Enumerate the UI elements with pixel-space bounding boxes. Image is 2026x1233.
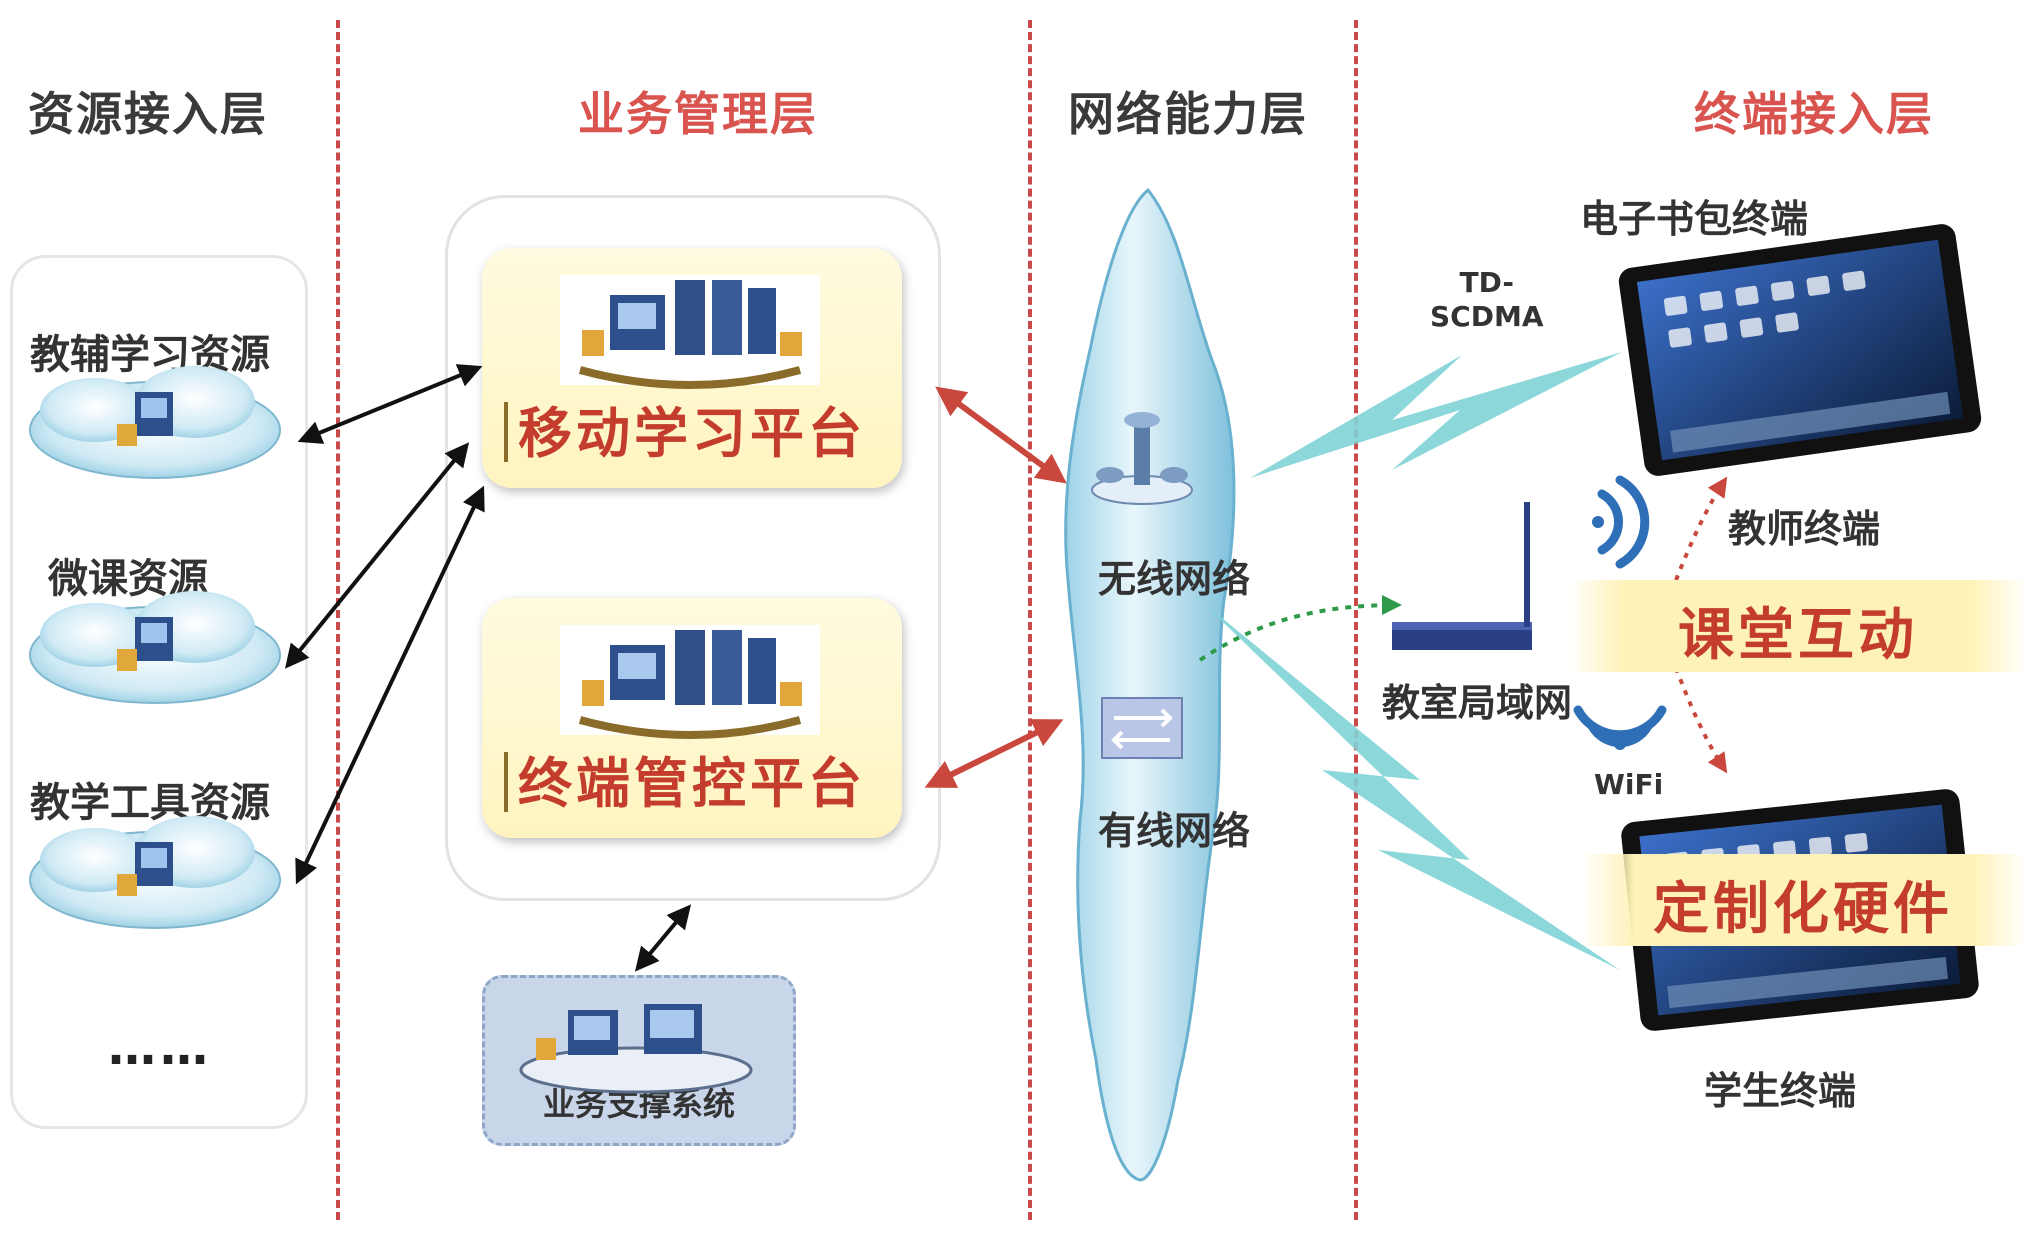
classroom-interaction-banner: 课堂互动	[1570, 580, 2026, 672]
resource-label-1: 教辅学习资源	[30, 332, 270, 378]
router-icon	[1392, 502, 1532, 650]
resource-more: ……	[108, 1020, 212, 1076]
tablet-icon	[1618, 224, 1982, 476]
resource-label-3: 教学工具资源	[30, 780, 270, 826]
terminal-control-platform-label: 终端管控平台	[518, 752, 866, 815]
cloud-icon	[29, 366, 281, 479]
mobile-learning-platform-label: 移动学习平台	[518, 402, 866, 465]
td-scdma-line1: TD-	[1459, 266, 1514, 299]
teacher-terminal-label: 教师终端	[1728, 507, 1881, 551]
layer-title-business: 业务管理层	[578, 87, 818, 141]
lightning-icon	[1200, 600, 1620, 970]
wifi-icon	[1573, 705, 1667, 750]
layer-title-network: 网络能力层	[1068, 87, 1308, 141]
wifi-label: WiFi	[1594, 768, 1664, 801]
arrow-support	[634, 904, 692, 972]
wifi-icon	[1592, 475, 1650, 569]
layer-title-resource: 资源接入层	[28, 87, 268, 141]
cloud-icon	[29, 591, 281, 704]
wireless-network-label: 无线网络	[1098, 557, 1251, 601]
platform-bar	[504, 752, 508, 812]
custom-hardware-banner: 定制化硬件	[1580, 854, 2026, 946]
arrow-teacher	[1674, 476, 1728, 581]
wired-network-label: 有线网络	[1098, 809, 1251, 853]
arrow-student	[1674, 667, 1728, 774]
server-icon	[560, 625, 820, 739]
platform-bar	[504, 402, 508, 462]
td-scdma-label: TD- SCDMA	[1430, 266, 1544, 334]
switch-icon	[1101, 697, 1183, 759]
server-icon	[560, 275, 820, 389]
cloud-icon	[29, 816, 281, 929]
arrow-resource-2	[284, 442, 470, 669]
arrow-router	[1198, 595, 1402, 662]
classroom-interaction-label: 课堂互动	[1678, 603, 1918, 668]
lightning-icon	[1250, 352, 1622, 478]
arrow-mobile-network	[935, 386, 1067, 484]
arrow-resource-1	[297, 364, 483, 444]
td-scdma-line2: SCDMA	[1430, 300, 1544, 333]
divider-3	[1354, 20, 1358, 1220]
layer-title-terminal: 终端接入层	[1694, 87, 1934, 141]
divider-2	[1028, 20, 1032, 1220]
student-terminal-label: 学生终端	[1704, 1069, 1857, 1113]
wireless-node-icon	[1091, 412, 1193, 505]
network-cloud	[1064, 187, 1236, 1182]
custom-hardware-label: 定制化硬件	[1653, 877, 1953, 942]
server-icon	[519, 1004, 753, 1094]
ebook-terminal-label: 电子书包终端	[1580, 197, 1809, 241]
arrow-control-network	[924, 719, 1064, 788]
classroom-lan-label: 教室局域网	[1382, 681, 1573, 725]
arrow-resource-3	[295, 485, 485, 885]
